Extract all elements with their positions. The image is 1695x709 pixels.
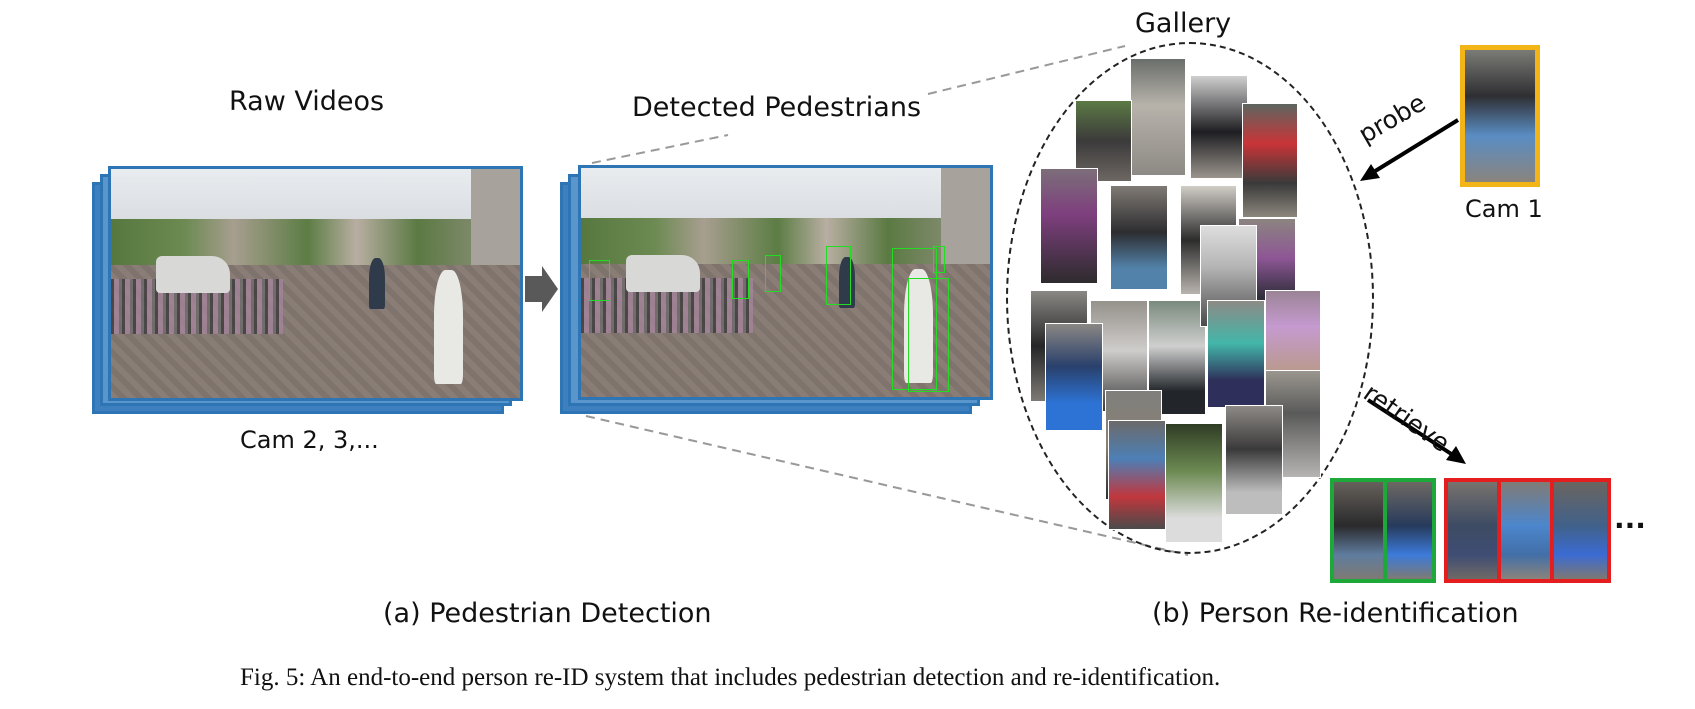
gallery-thumbnail	[1040, 168, 1098, 284]
retrieval-result-1	[1330, 478, 1383, 583]
detection-box	[826, 245, 851, 306]
detection-box	[932, 245, 945, 274]
street-scene-image	[581, 168, 990, 397]
retrieval-result-4	[1497, 478, 1550, 583]
gallery-label: Gallery	[1135, 8, 1232, 39]
zoom-line-top-lower	[591, 134, 729, 164]
raw-video-frame	[108, 166, 523, 401]
detection-box	[765, 255, 782, 292]
gallery-thumbnail	[1108, 420, 1166, 530]
subcaption-a: (a) Pedestrian Detection	[383, 598, 712, 629]
raw-videos-label: Raw Videos	[229, 86, 385, 117]
retrieval-result-2	[1383, 478, 1436, 583]
detection-box	[891, 248, 937, 391]
detection-box	[589, 259, 610, 301]
probe-arrow-shaft	[1370, 118, 1460, 175]
gallery-thumbnail	[1110, 185, 1168, 290]
gallery-ellipse	[1006, 42, 1374, 554]
retrieve-arrow-shaft	[1366, 398, 1458, 459]
zoom-line-bottom	[585, 415, 1189, 556]
gallery-thumbnail	[1045, 323, 1103, 431]
pipeline-arrow	[525, 266, 558, 312]
retrieve-arrow-head	[1446, 446, 1466, 464]
retrieval-result-5	[1550, 478, 1611, 583]
more-results-ellipsis: ...	[1614, 502, 1646, 535]
subcaption-b: (b) Person Re-identification	[1152, 598, 1519, 629]
probe-camera-label: Cam 1	[1465, 195, 1543, 223]
other-cameras-label: Cam 2, 3,...	[240, 426, 379, 454]
gallery-thumbnail	[1190, 75, 1248, 179]
pedestrian	[368, 258, 386, 309]
zoom-line-top-upper	[927, 45, 1126, 95]
street-scene-image	[111, 169, 520, 398]
gallery-thumbnail	[1165, 423, 1223, 543]
pedestrian	[434, 269, 463, 385]
detected-pedestrians-label: Detected Pedestrians	[632, 92, 922, 123]
gallery-thumbnail	[1207, 300, 1265, 408]
probe-image	[1460, 45, 1540, 187]
probe-arrow-head	[1360, 164, 1380, 181]
pedestrian	[838, 257, 856, 308]
retrieval-result-3	[1444, 478, 1497, 583]
detection-box	[732, 259, 749, 299]
gallery-thumbnail	[1225, 405, 1283, 515]
figure-caption: Fig. 5: An end-to-end person re-ID syste…	[240, 664, 1221, 691]
gallery-thumbnail	[1242, 103, 1298, 218]
gallery-thumbnail	[1130, 58, 1186, 176]
detected-frame	[578, 165, 993, 400]
detection-box	[908, 277, 950, 393]
